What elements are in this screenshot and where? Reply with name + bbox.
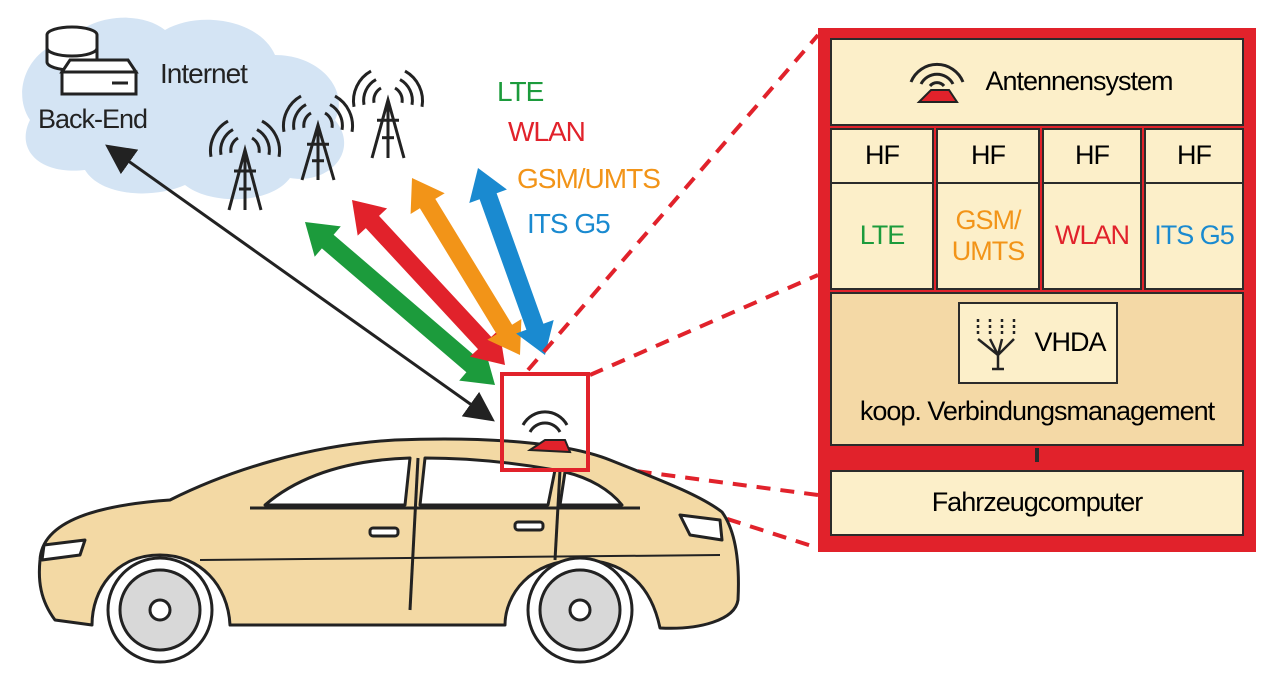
internet-label: Internet — [160, 58, 248, 89]
antenna-system-box: Antennensystem — [830, 38, 1244, 126]
hf-box-2: HF — [936, 128, 1040, 184]
server-icon — [45, 25, 139, 96]
vehicle-computer-box: Fahrzeugcomputer — [830, 470, 1244, 536]
channel-label-wlan: WLAN — [1054, 220, 1130, 251]
radio-arrow-gsm-umts — [410, 178, 522, 355]
backend-link-arrow — [105, 144, 495, 422]
channel-box-its-g5: ITS G5 — [1144, 182, 1244, 290]
tech-label-gsm-umts: GSM/UMTS — [517, 163, 661, 194]
antenna-highlight-box — [500, 372, 590, 472]
connection-management-label: koop. Verbindungsmanagement — [859, 396, 1215, 427]
antenna-icon — [910, 62, 965, 103]
backend-label: Back-End — [38, 104, 148, 134]
car-illustration — [37, 437, 740, 664]
hf-label: HF — [865, 140, 900, 171]
channel-label-gsm-umts: GSM/ UMTS — [951, 204, 1025, 266]
channel-box-gsm-umts: GSM/ UMTS — [936, 182, 1040, 290]
hf-label: HF — [1177, 140, 1212, 171]
vhda-antenna-array-icon — [977, 319, 1016, 371]
channel-label-lte: LTE — [859, 220, 906, 251]
channel-box-wlan: WLAN — [1042, 182, 1142, 290]
hf-label: HF — [1075, 140, 1110, 171]
connector-line — [1035, 448, 1039, 462]
hf-box-4: HF — [1144, 128, 1244, 184]
channel-label-its-g5: ITS G5 — [1154, 220, 1235, 251]
roof-antenna-icon — [521, 410, 572, 454]
tech-label-its-g5: ITS G5 — [527, 208, 611, 239]
vhda-box: VHDA — [958, 302, 1118, 384]
radio-arrow-lte — [305, 222, 495, 385]
channel-box-lte: LTE — [830, 182, 934, 290]
vehicle-module-diagram: Antennensystem HF HF HF HF LTE GSM/ UMTS… — [818, 28, 1256, 552]
tech-label-wlan: WLAN — [508, 116, 586, 147]
hf-box-3: HF — [1042, 128, 1142, 184]
radio-arrow-wlan — [352, 200, 505, 365]
hf-box-1: HF — [830, 128, 934, 184]
hf-label: HF — [971, 140, 1006, 171]
tech-label-lte: LTE — [497, 76, 544, 107]
radio-link-arrows — [305, 168, 554, 385]
vhda-label: VHDA — [1034, 327, 1106, 358]
antenna-system-label: Antennensystem — [985, 66, 1173, 97]
radio-arrow-its-g5 — [469, 168, 554, 355]
zoom-lines — [526, 33, 820, 550]
connection-management-box: VHDA koop. Verbindungsmanagement — [830, 292, 1244, 446]
vehicle-computer-label: Fahrzeugcomputer — [931, 487, 1144, 518]
